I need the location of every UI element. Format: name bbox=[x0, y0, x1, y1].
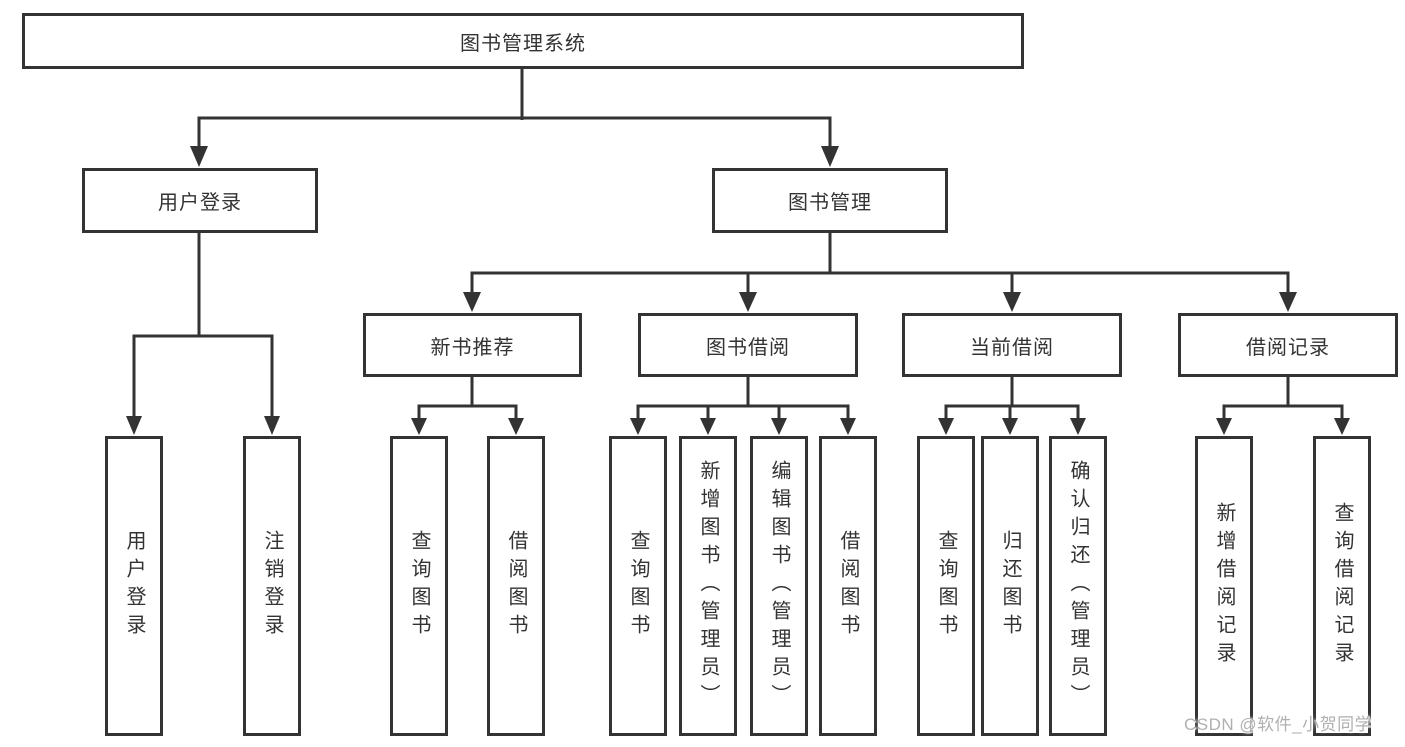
leaf-label: 查询图书 bbox=[408, 530, 430, 642]
leaf-label: 编辑图书（管理员） bbox=[768, 460, 790, 712]
leaf-query-books-borrowing: 查询图书 bbox=[609, 436, 667, 736]
leaf-label: 新增借阅记录 bbox=[1213, 502, 1235, 670]
leaf-label: 用户登录 bbox=[123, 530, 145, 642]
node-book-borrowing: 图书借阅 bbox=[638, 313, 858, 377]
connector-root-to-level2 bbox=[190, 69, 839, 167]
leaf-edit-books-admin: 编辑图书（管理员） bbox=[750, 436, 808, 736]
node-library-system: 图书管理系统 bbox=[22, 13, 1024, 69]
leaf-label: 查询借阅记录 bbox=[1331, 502, 1353, 670]
leaf-label: 借阅图书 bbox=[837, 530, 859, 642]
connector-book-mgmt-to-level3 bbox=[463, 233, 1297, 312]
leaf-label: 注销登录 bbox=[261, 530, 283, 642]
leaf-return-books: 归还图书 bbox=[981, 436, 1039, 736]
connector-current-borrow-to-leaves bbox=[938, 377, 1086, 435]
node-book-management: 图书管理 bbox=[712, 168, 948, 233]
node-borrowing-records: 借阅记录 bbox=[1178, 313, 1398, 377]
leaf-add-books-admin: 新增图书（管理员） bbox=[679, 436, 737, 736]
leaf-add-borrow-record: 新增借阅记录 bbox=[1195, 436, 1253, 736]
leaf-label: 确认归还（管理员） bbox=[1067, 460, 1089, 712]
leaf-query-borrow-record: 查询借阅记录 bbox=[1313, 436, 1371, 736]
connector-new-book-rec-to-leaves bbox=[411, 377, 524, 435]
leaf-label: 归还图书 bbox=[999, 530, 1021, 642]
leaf-confirm-return-admin: 确认归还（管理员） bbox=[1049, 436, 1107, 736]
leaf-label: 新增图书（管理员） bbox=[697, 460, 719, 712]
connector-book-borrow-to-leaves bbox=[630, 377, 856, 435]
leaf-logout: 注销登录 bbox=[243, 436, 301, 736]
node-user-login: 用户登录 bbox=[82, 168, 318, 233]
node-new-book-recommendation: 新书推荐 bbox=[363, 313, 582, 377]
connector-borrow-records-to-leaves bbox=[1216, 377, 1350, 435]
leaf-borrow-books: 借阅图书 bbox=[819, 436, 877, 736]
node-current-borrowing: 当前借阅 bbox=[902, 313, 1122, 377]
leaf-borrow-books-recommend: 借阅图书 bbox=[487, 436, 545, 736]
csdn-watermark: CSDN @软件_小贺同学 bbox=[1184, 715, 1373, 734]
leaf-label: 查询图书 bbox=[627, 530, 649, 642]
leaf-user-login: 用户登录 bbox=[105, 436, 163, 736]
leaf-query-books-current: 查询图书 bbox=[917, 436, 975, 736]
leaf-label: 查询图书 bbox=[935, 530, 957, 642]
leaf-label: 借阅图书 bbox=[505, 530, 527, 642]
connector-user-login-to-leaves bbox=[126, 233, 280, 435]
leaf-query-books-recommend: 查询图书 bbox=[390, 436, 448, 736]
